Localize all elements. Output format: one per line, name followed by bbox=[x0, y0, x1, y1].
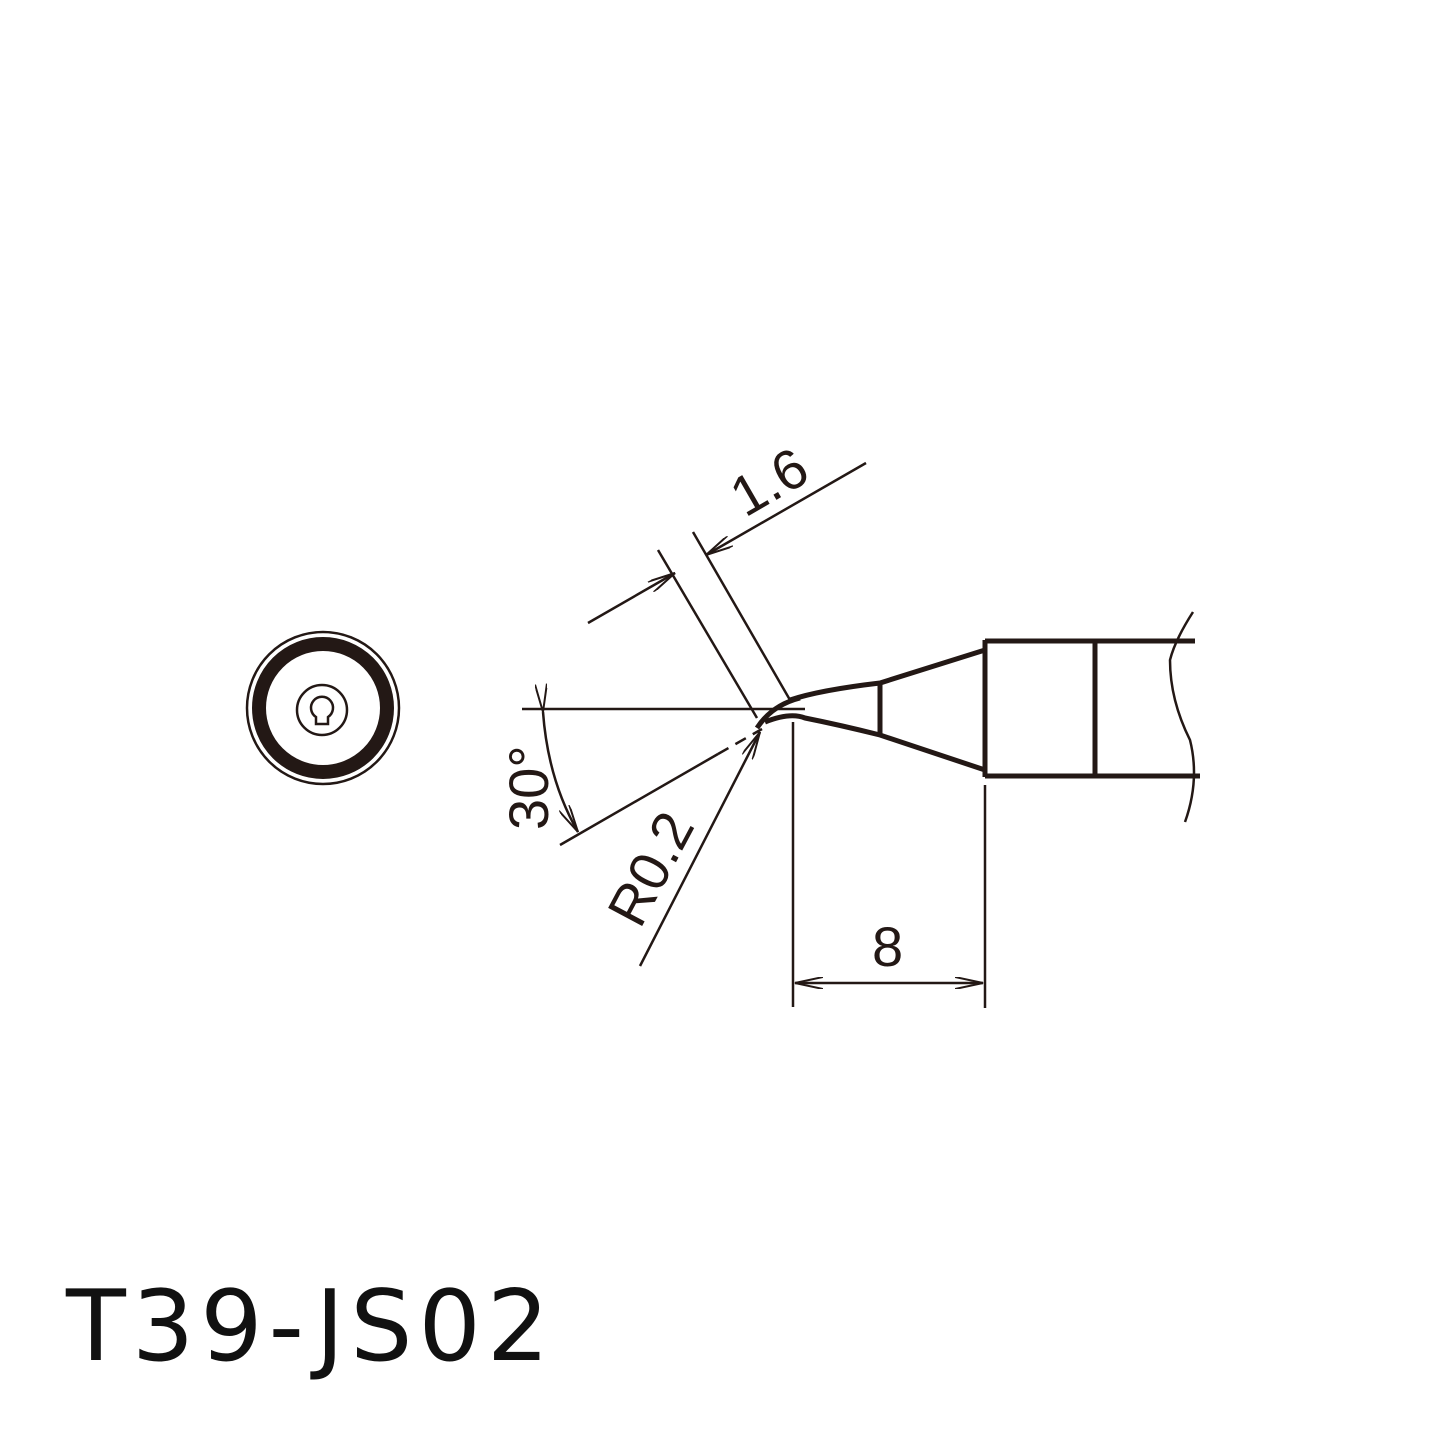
dimension-width: 1.6 bbox=[587, 435, 867, 719]
dimension-radius: R0.2 bbox=[595, 732, 762, 967]
dimension-angle-label: 30° bbox=[497, 745, 560, 830]
dimension-length: 8 bbox=[791, 722, 987, 1008]
dimension-angle: 30° bbox=[497, 709, 805, 847]
model-title: T39-JS02 bbox=[66, 1270, 556, 1384]
dimension-length-label: 8 bbox=[872, 915, 903, 978]
dimension-width-label: 1.6 bbox=[720, 435, 819, 528]
end-view bbox=[245, 630, 401, 786]
side-view bbox=[754, 611, 1200, 823]
